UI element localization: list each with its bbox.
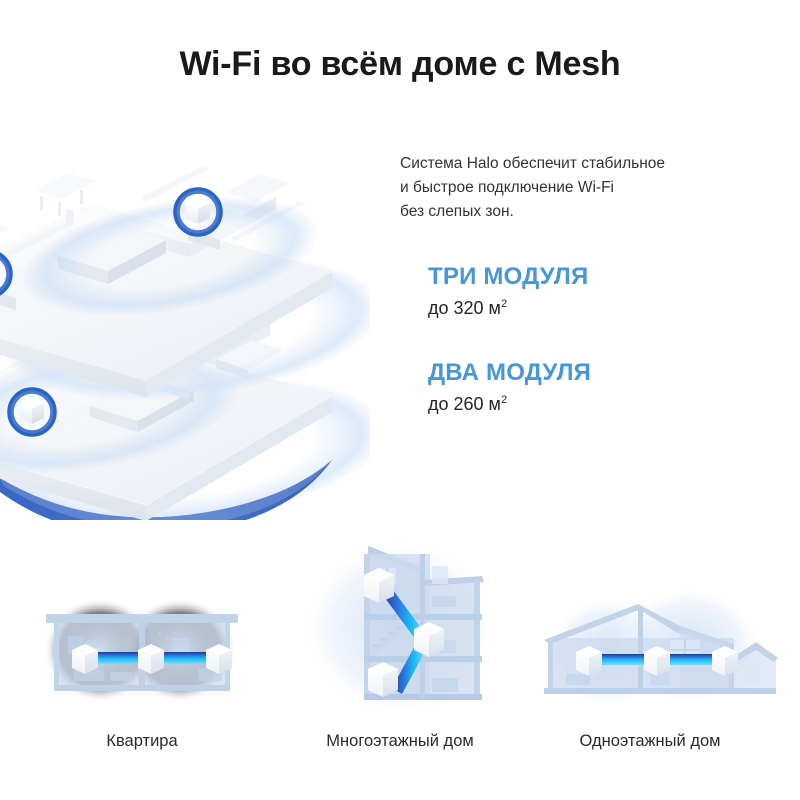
halo-device-cube [712,646,738,676]
mesh-link-beam [668,654,720,665]
halo-device-cube [644,646,670,676]
mesh-node-marker [7,387,57,437]
floorplan-illustration [0,160,370,520]
halo-device-cube [414,622,444,657]
apartment-cross-section-icon [22,586,262,716]
coverage-base-arc [0,460,332,520]
halo-device-cube [20,397,44,424]
package-title: ТРИ МОДУЛЯ [428,263,589,291]
package-area: до 320 м2 [428,298,770,320]
scenario-caption: Одноэтажный дом [579,732,721,750]
package-title: ДВА МОДУЛЯ [428,359,592,387]
package-area-exponent: 2 [500,297,508,310]
halo-device-cube [138,644,164,674]
package-two-modules: ДВА МОДУЛЯ до 260 м2 [428,359,770,415]
halo-device-cube [186,197,210,224]
scenario-row: Квартира [0,528,800,778]
upper-floor-group [0,166,370,400]
scenario-caption: Квартира [106,732,178,750]
package-area-exponent: 2 [500,393,508,406]
mesh-node-marker [0,252,13,296]
page-title: Wi-Fi во всём доме с Mesh [179,45,621,83]
package-three-modules: ТРИ МОДУЛЯ до 320 м2 [428,263,770,319]
package-area-value: до 260 м [428,393,501,414]
mesh-link-beam [392,640,428,694]
description-text: Система Halo обеспечит стабильное и быст… [400,155,665,221]
mesh-link-beam [598,654,650,665]
scenario-multistory: Многоэтажный дом [272,532,528,752]
package-area-value: до 320 м [428,297,501,318]
halo-device-cube [206,644,232,674]
multistory-house-icon [272,532,528,716]
mesh-node-marker [173,187,223,237]
halo-device-cube [364,568,394,603]
package-area: до 260 м2 [428,394,770,416]
halo-device-cube [576,646,602,676]
scenario-caption: Многоэтажный дом [326,732,474,750]
single-story-house-icon [520,582,780,716]
mesh-link-beam [162,652,214,664]
scenario-single-story: Одноэтажный дом [520,582,780,752]
copy-column: Система Halo обеспечит стабильное и быст… [400,152,770,415]
mesh-link-beam [94,652,146,664]
scenario-apartment: Квартира [22,586,262,752]
halo-device-cube [368,662,398,697]
halo-device-cube [72,644,98,674]
